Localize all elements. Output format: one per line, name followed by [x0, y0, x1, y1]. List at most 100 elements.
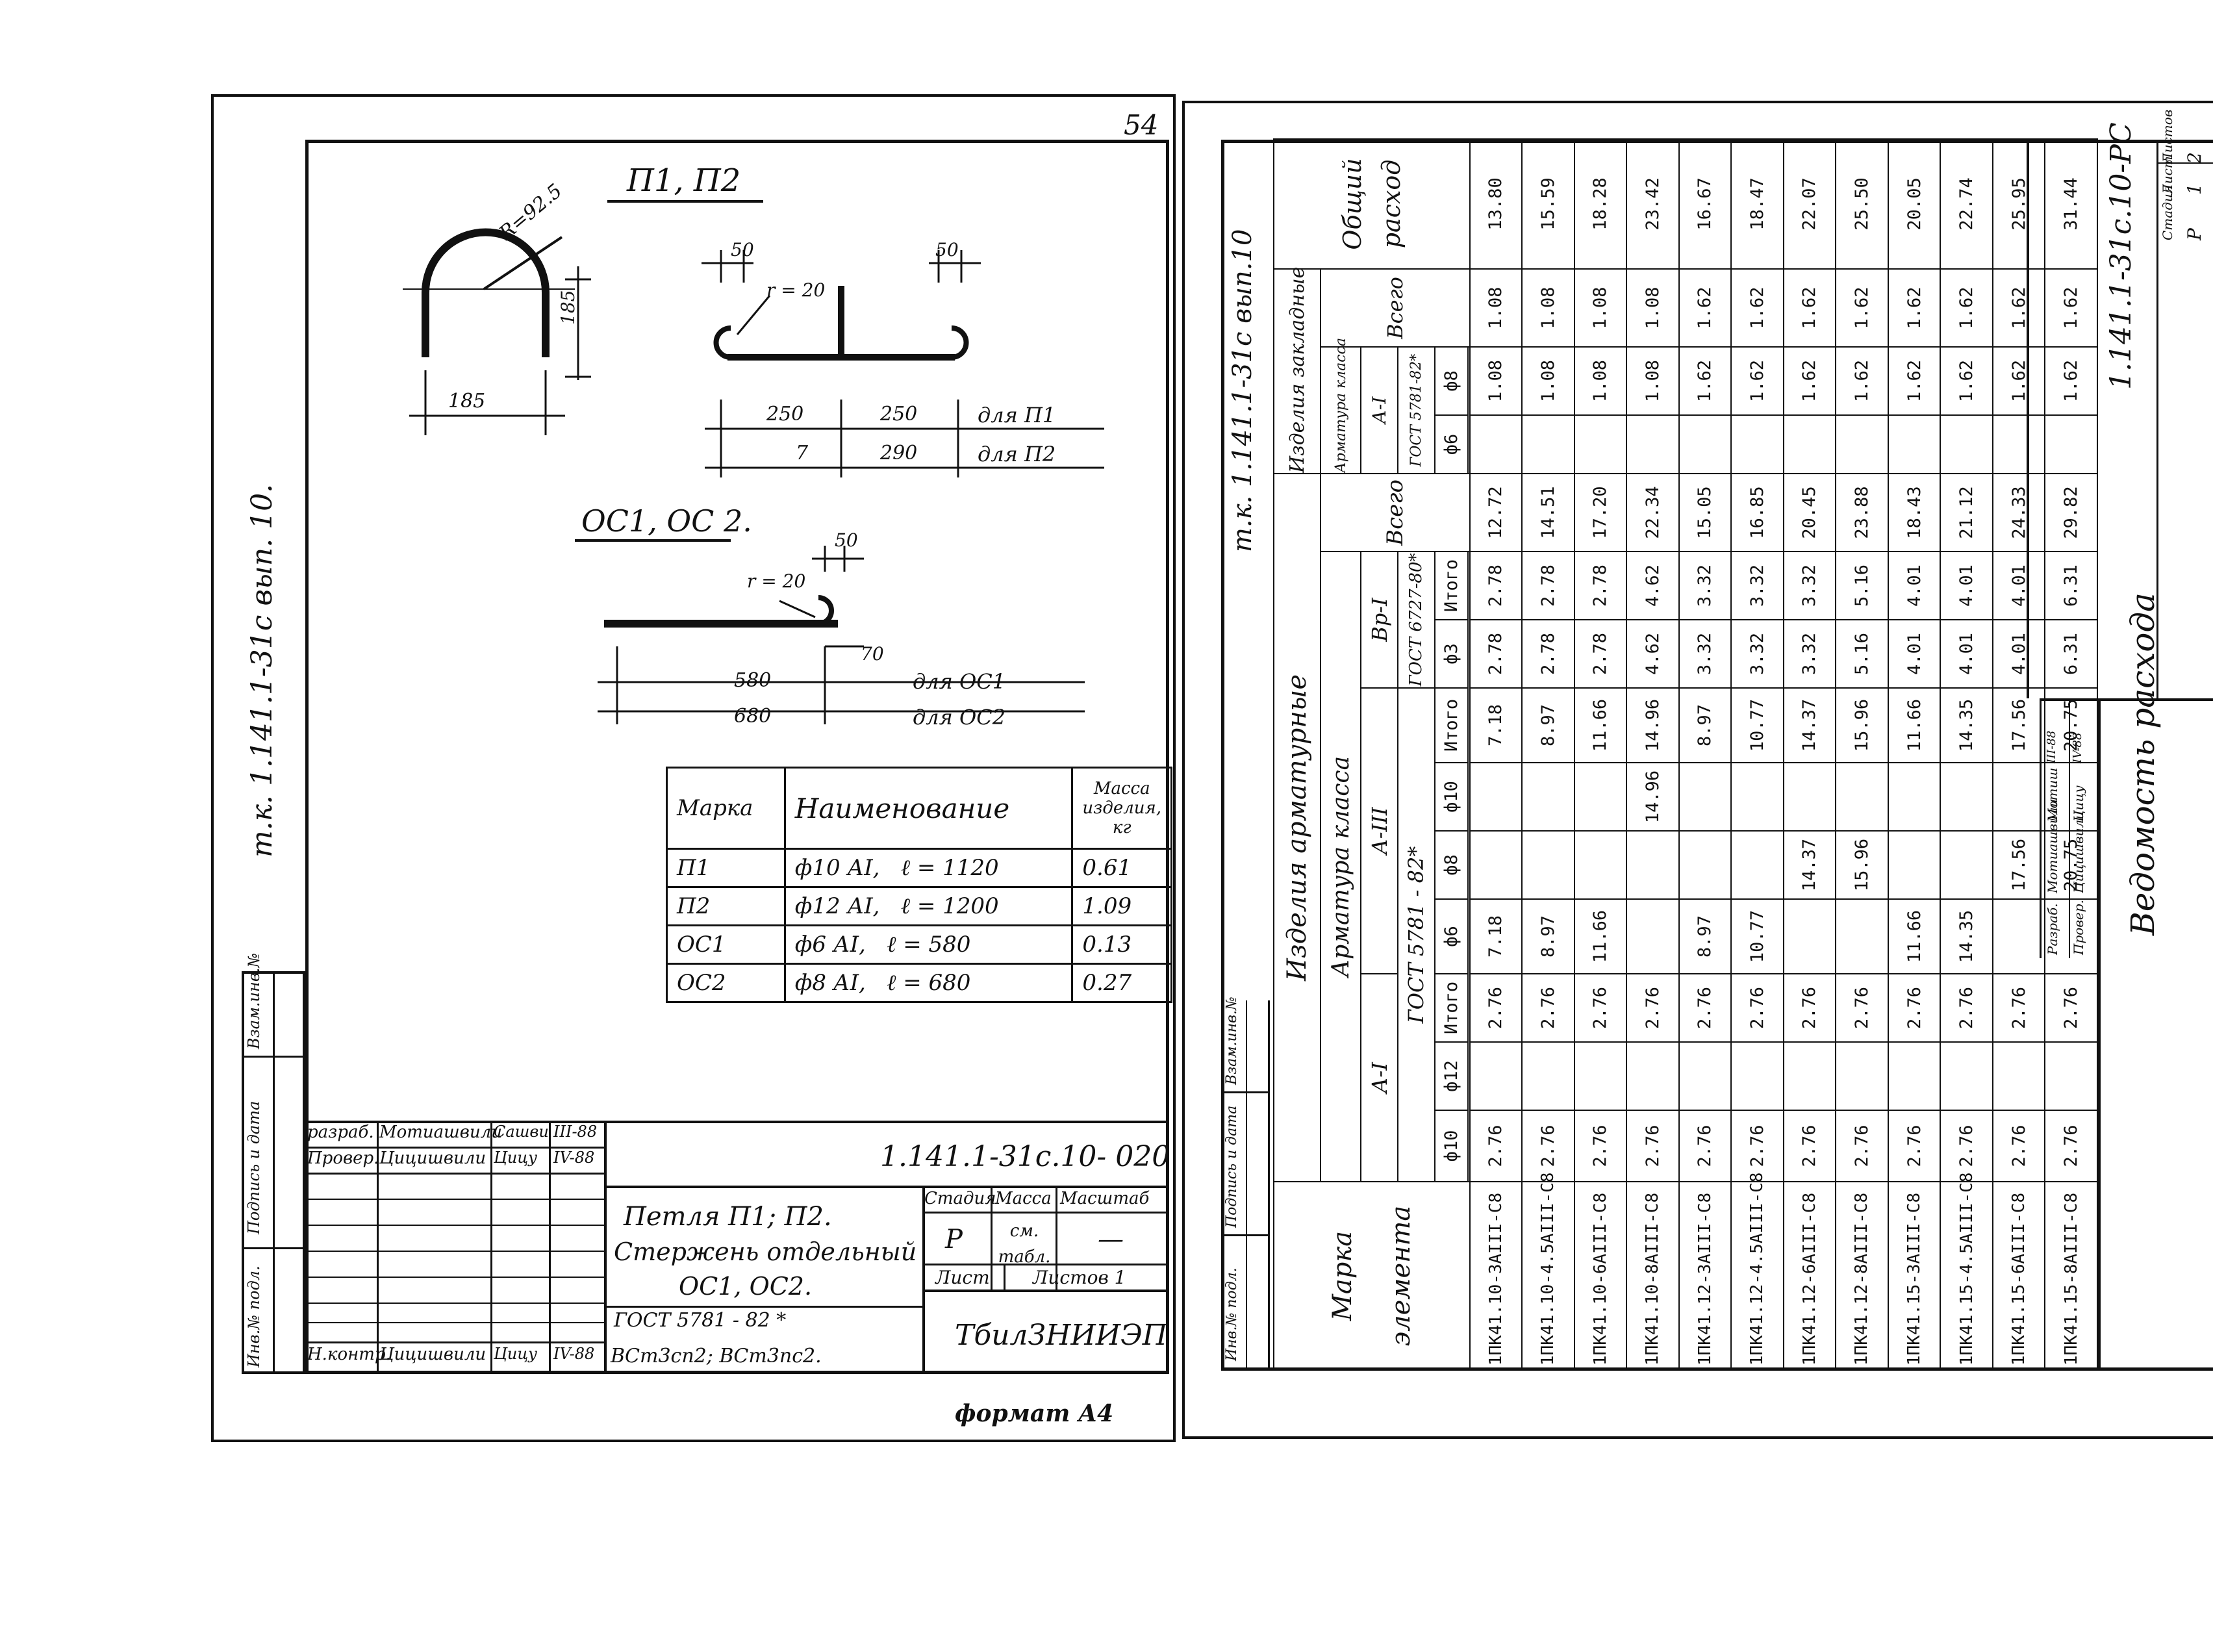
row-value: 1.08 [1626, 268, 1679, 347]
spec-header-name: Наименование [783, 767, 1074, 850]
consumption-table: Марка элемента Изделия арматурные Издели… [1273, 138, 2098, 1371]
row-value: 20.05 [1888, 138, 1941, 269]
row-value: 4.01 [1940, 620, 1993, 688]
row-name: 1ПК41.15-6АIII-С8 [1992, 1182, 2045, 1370]
row-value: 2.76 [1731, 1110, 1784, 1182]
spec-row: П2 ф12 АI, ℓ = 1200 1.09 [666, 886, 1172, 926]
row-value: 2.78 [1469, 552, 1523, 620]
row-name: 1ПК41.10-8АIII-С8 [1626, 1182, 1679, 1370]
person-role-1: Провер. [307, 1149, 379, 1168]
stamp-stage-v: Р [2184, 228, 2205, 240]
row-value: 14.51 [1522, 473, 1574, 552]
col-bpi-itogo: Итого [1434, 552, 1469, 620]
row-value: 18.43 [1888, 473, 1941, 552]
row-name: 1ПК41.15-3АIII-С8 [1888, 1182, 1941, 1370]
dim-580: 580 [734, 669, 772, 692]
dim-r20a: r = 20 [766, 279, 826, 301]
row-value: 2.76 [1836, 974, 1888, 1042]
left-title-line2: Стержень отдельный [614, 1238, 917, 1266]
format-label: формат А4 [955, 1400, 1114, 1427]
spec-header-mark: Марка [666, 767, 786, 850]
row-value: 4.01 [1992, 620, 2045, 688]
row-value: 13.80 [1469, 138, 1523, 269]
for-p1: для П1 [978, 403, 1056, 427]
row-value: 14.96 [1626, 688, 1679, 763]
row-value [1836, 1042, 1888, 1110]
row-value: 4.01 [1888, 552, 1941, 620]
row-value: 1.62 [1731, 346, 1784, 415]
row-value: 2.76 [1992, 1110, 2045, 1182]
row-value: 1.62 [1783, 268, 1836, 347]
row-value: 8.97 [1678, 899, 1732, 974]
row-value: 21.12 [1940, 473, 1993, 552]
row-value [1836, 414, 1888, 474]
row-value: 25.50 [1836, 138, 1888, 269]
page-number: 54 [1124, 109, 1159, 141]
row-value: 1.62 [1836, 268, 1888, 347]
row-value [1522, 1042, 1574, 1110]
row-value: 2.76 [1469, 974, 1523, 1042]
row-value: 14.37 [1783, 831, 1836, 899]
row-value [1992, 1042, 2045, 1110]
row-value: 16.85 [1731, 473, 1784, 552]
row-value [1626, 831, 1679, 899]
row-value: 1.08 [1469, 268, 1523, 347]
row-name: 1ПК41.10-6АIII-С8 [1574, 1182, 1627, 1370]
row-value: 15.96 [1836, 831, 1888, 899]
for-p2: для П2 [978, 442, 1056, 466]
left-stamp-replace: Взам.инв.№ [245, 952, 263, 1049]
row-value [1940, 1042, 1993, 1110]
right-series-label: т.к. 1.141.1-31с вып.10 [1228, 229, 1258, 552]
header-vsego2: Всего [1321, 268, 1470, 347]
row-value: 22.34 [1626, 473, 1679, 552]
header-zakl: Изделия закладные [1274, 267, 1321, 474]
person-name-0: Мотиашвили [379, 1123, 502, 1142]
header-armatura: Изделия арматурные [1274, 473, 1321, 1182]
row-value: 2.76 [1626, 974, 1679, 1042]
row-value: 2.76 [1940, 974, 1993, 1042]
row-value [1888, 831, 1941, 899]
spec-row: П1 ф10 АI, ℓ = 1120 0.61 [666, 848, 1172, 888]
row-value: 4.01 [1888, 620, 1941, 688]
left-title-line3: ОС1, ОС2. [679, 1272, 813, 1301]
row-value: 3.32 [1678, 620, 1732, 688]
spec-row: ОС1 ф6 АI, ℓ = 580 0.13 [666, 924, 1172, 965]
row-value [1888, 1042, 1941, 1110]
row-value: 10.77 [1731, 899, 1784, 974]
person-date-2: IV-88 [553, 1345, 595, 1363]
mass-header: Масса [995, 1189, 1052, 1208]
spec-row: ОС2 ф8 АI, ℓ = 680 0.27 [666, 963, 1172, 1003]
dim-width: 185 [448, 390, 486, 413]
spec-header-mass: Масса изделия, кг [1071, 767, 1172, 850]
row-value [1783, 763, 1836, 831]
row-value [1522, 763, 1574, 831]
left-title-block [305, 1121, 1169, 1377]
col-aiii-f10: ф10 [1434, 763, 1469, 831]
row-value: 16.67 [1678, 138, 1732, 269]
row-value: 4.01 [1940, 552, 1993, 620]
row-value: 5.16 [1836, 552, 1888, 620]
row-value [1574, 763, 1627, 831]
row-value: 5.16 [1836, 620, 1888, 688]
header-aiii: А-III [1361, 688, 1398, 974]
row-value: 2.76 [1992, 974, 2045, 1042]
row-value: 11.66 [1574, 688, 1627, 763]
row-name: 1ПК41.15-4.5АIII-С8 [1940, 1173, 1993, 1370]
row-value [1469, 763, 1523, 831]
row-value: 2.76 [1626, 1110, 1679, 1182]
row-value: 15.59 [1522, 138, 1574, 269]
row-value: 2.76 [1678, 1110, 1732, 1182]
row-value: 2.76 [1731, 974, 1784, 1042]
row-value [1678, 414, 1732, 474]
col-ai-itogo: Итого [1434, 974, 1469, 1042]
dim-680: 680 [734, 705, 772, 728]
row-value: 20.45 [1783, 473, 1836, 552]
row-value: 11.66 [1574, 899, 1627, 974]
header-ai2: А-I [1361, 346, 1398, 474]
row-value: 25.95 [1992, 138, 2045, 269]
